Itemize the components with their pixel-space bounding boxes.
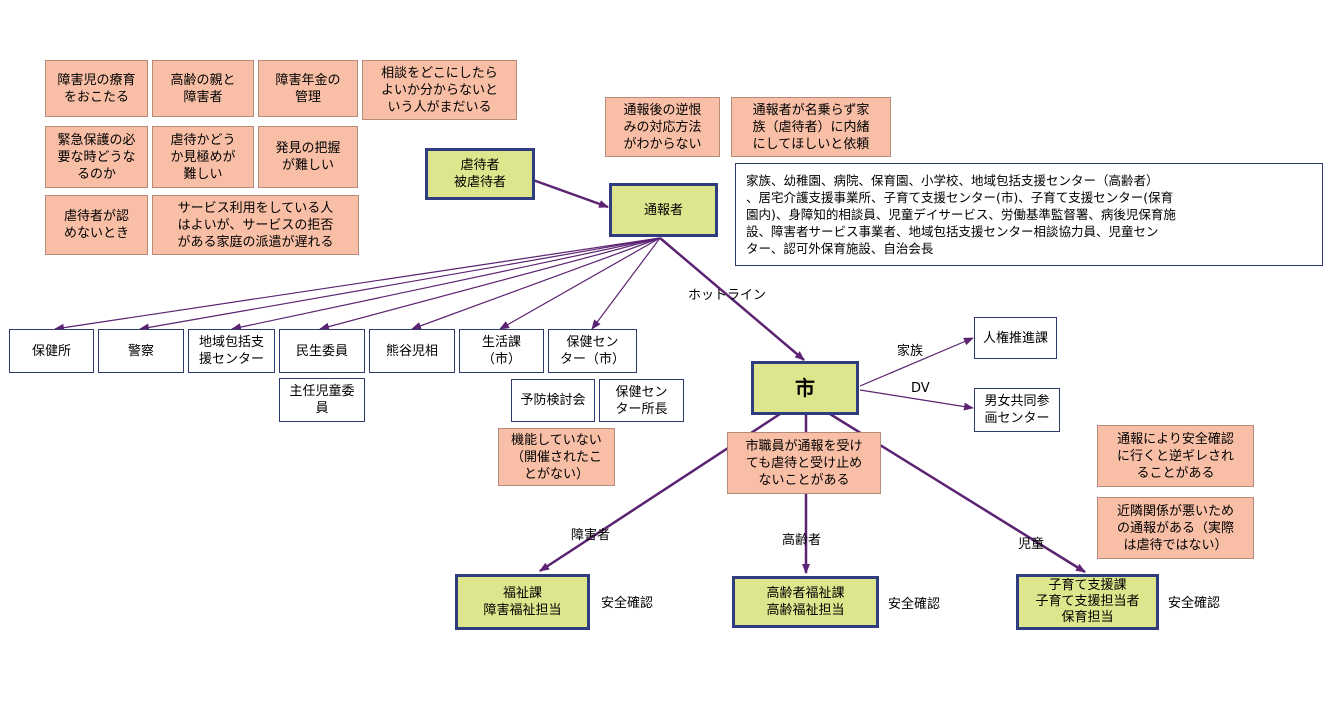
concern-hard-to-judge: 虐待かどう か見極めが 難しい [152,126,254,188]
arrow-to-chiiki [231,237,661,332]
prevention-council: 予防検討会 [511,379,595,422]
concern-neighbor-relations: 近隣関係が悪いため の通報がある（実際 は虐待ではない） [1097,497,1254,559]
concern-pension-management: 障害年金の 管理 [258,60,358,117]
arrow-to-police [139,237,661,332]
hotline-label: ホットライン [688,288,767,303]
arrow-abuser-to-reporter [532,178,609,209]
concern-not-functioning: 機能していない （開催されたこ とがない） [498,428,615,486]
arrow-to-minsei [319,237,661,331]
agency-hokenjo: 保健所 [9,329,94,373]
concern-backlash: 通報により安全確認 に行くと逆ギレされ ることがある [1097,425,1254,487]
dv-label: DV [911,381,930,396]
agency-kumagaya-jiso: 熊谷児相 [369,329,455,373]
reporter-list: 家族、幼稚園、病院、保育園、小学校、地域包括支援センター（高齢者） 、居宅介護支… [735,163,1323,266]
agency-hoken-center: 保健セン ター（市） [548,329,637,373]
health-center-director: 保健セン ター所長 [599,379,684,422]
arrow-hotline [659,237,805,361]
safety-check-disabled: 安全確認 [601,596,654,611]
concern-where-to-consult: 相談をどこにしたら よいか分からないと いう人がまだいる [362,60,517,120]
arrow-to-seikatsu [499,237,661,330]
agency-seikatsuka: 生活課 （市） [459,329,544,373]
agency-chiiki-houkatsu: 地域包括支 援センター [188,329,275,373]
category-disabled-label: 障害者 [571,528,611,543]
safety-check-child: 安全確認 [1168,596,1221,611]
safety-check-elderly: 安全確認 [888,597,941,612]
dept-fukushi: 福祉課 障害福祉担当 [455,574,590,630]
concern-service-refusal: サービス利用をしている人 はよいが、サービスの拒否 がある家庭の派遣が遅れる [152,195,359,255]
concern-anonymous-request: 通報者が名乗らず家 族（虐待者）に内緒 にしてほしいと依頼 [731,97,891,157]
concern-elderly-parent-disabled: 高齢の親と 障害者 [152,60,254,117]
abuser-node: 虐待者 被虐待者 [425,148,535,200]
concern-city-staff: 市職員が通報を受け ても虐待と受け止め ないことがある [727,432,881,494]
concern-retaliation: 通報後の逆恨 みの対応方法 がわからない [605,97,720,157]
city-node: 市 [751,361,859,415]
concern-neglect-disabled-child: 障害児の療育 をおこたる [45,60,148,117]
agency-police: 警察 [98,329,184,373]
child-commissioner: 主任児童委 員 [279,378,365,422]
dept-kosodate: 子育て支援課 子育て支援担当者 保育担当 [1016,574,1159,630]
arrow-to-jiso [411,237,661,330]
human-rights-division: 人権推進課 [974,317,1057,359]
category-child-label: 児童 [1018,537,1045,552]
agency-minsei-iin: 民生委員 [279,329,365,373]
concern-abuser-denies: 虐待者が認 めないとき [45,195,148,255]
arrow-to-hoken-center [591,237,661,330]
concern-emergency-protection: 緊急保護の必 要な時どうな るのか [45,126,148,188]
gender-equality-center: 男女共同参 画センター [974,388,1060,432]
family-label: 家族 [897,344,924,359]
arrow-to-hokenjo [54,237,661,332]
category-elderly-label: 高齢者 [782,533,822,548]
arrow-city-to-human-rights [859,337,974,387]
reporter-node: 通報者 [609,183,718,237]
dept-koureisha-fukushi: 高齢者福祉課 高齢福祉担当 [732,576,879,628]
concern-hard-to-detect: 発見の把握 が難しい [258,126,358,188]
arrow-city-to-gender [859,389,974,411]
